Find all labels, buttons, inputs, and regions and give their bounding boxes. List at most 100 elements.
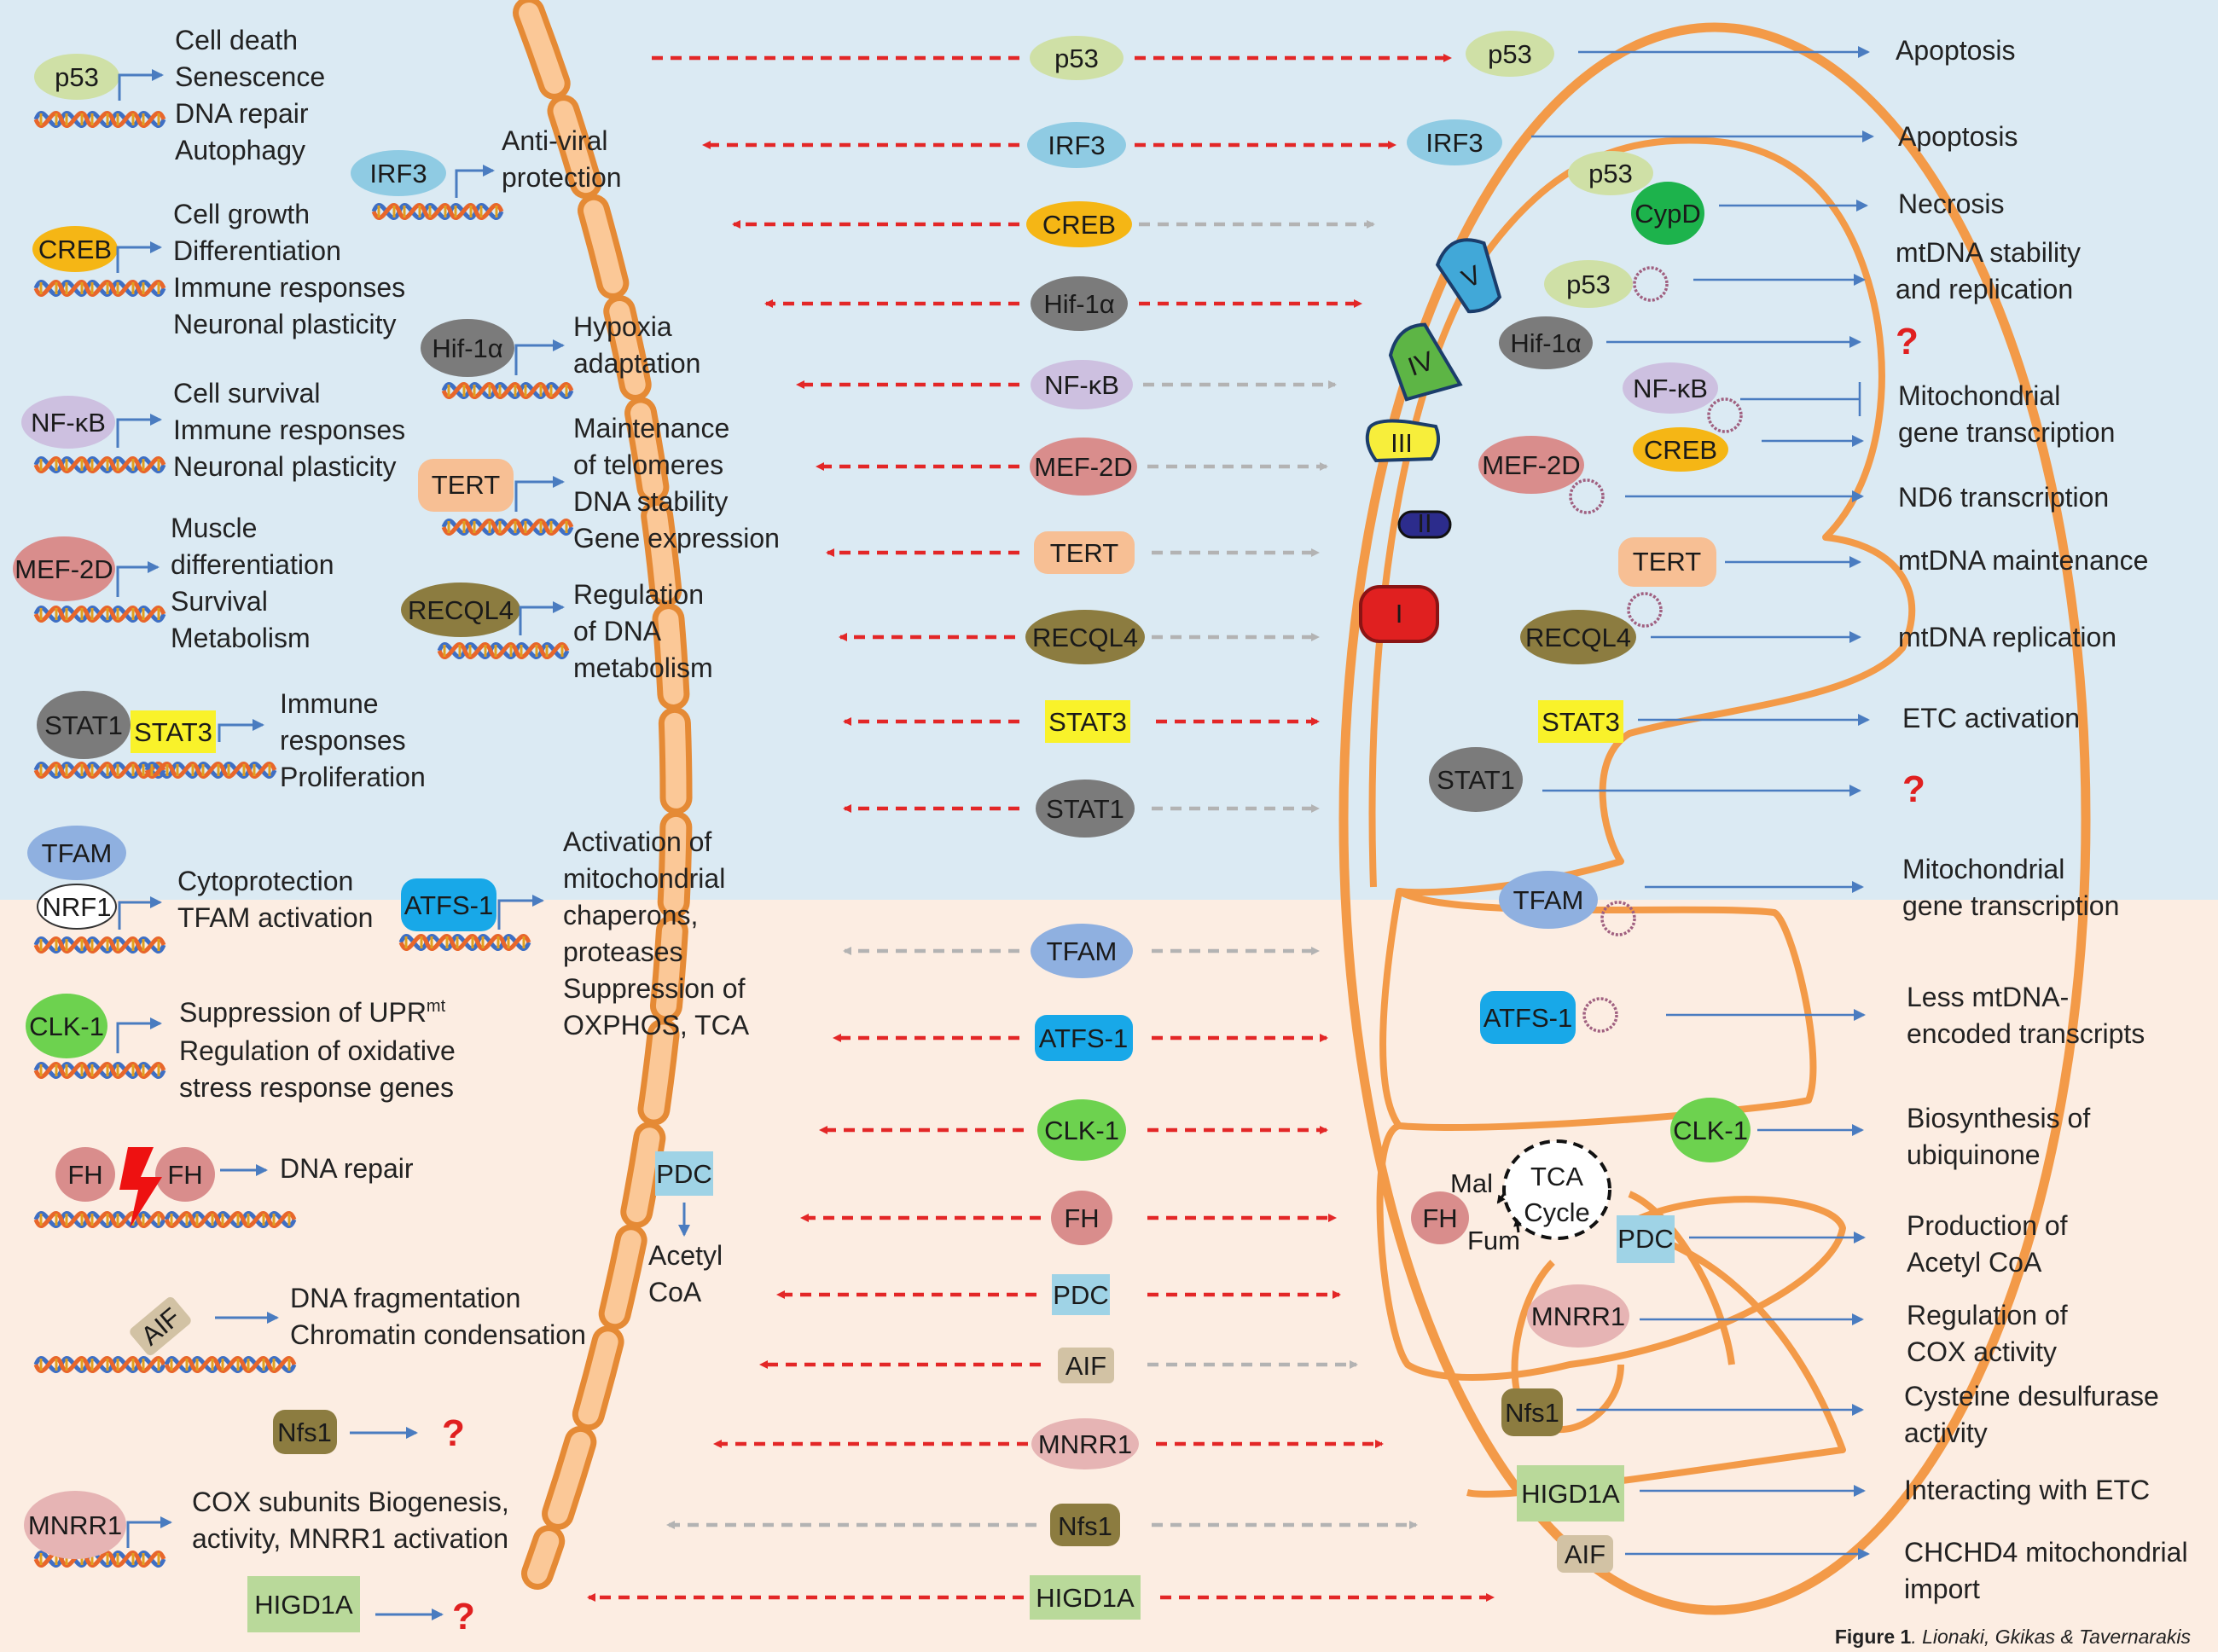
outcome-tfam-1: Mitochondrial bbox=[1902, 854, 2064, 884]
nuc-fh-1 bbox=[55, 1147, 115, 1202]
svg-text:CLK-1: CLK-1 bbox=[1673, 1116, 1748, 1145]
outcome-clk1-1: Biosynthesis of bbox=[1907, 1103, 2090, 1133]
nuc-irf3-fn-2: protection bbox=[502, 162, 622, 193]
electron-transport-chain: V IV III II I bbox=[1359, 238, 1502, 643]
nuc-tfam bbox=[27, 826, 126, 880]
central-fh: FH bbox=[1051, 1191, 1112, 1245]
outcome-labels: Apoptosis Apoptosis Necrosis mtDNA stabi… bbox=[1896, 35, 2188, 1604]
nuc-mnrr1-fn-1: COX subunits Biogenesis, bbox=[192, 1487, 509, 1517]
central-recql4: RECQL4 bbox=[1025, 610, 1145, 664]
outcome-cypd: Necrosis bbox=[1898, 188, 2004, 219]
nuc-mef2d-fn-1: Muscle bbox=[171, 513, 257, 543]
central-mnrr1: MNRR1 bbox=[1031, 1418, 1139, 1469]
svg-text:STAT3: STAT3 bbox=[1542, 707, 1620, 737]
mito-nfkb: NF-κB bbox=[1623, 362, 1743, 433]
central-creb: CREB bbox=[1026, 201, 1132, 247]
nuc-recql4-fn-1: Regulation bbox=[573, 579, 704, 610]
svg-text:TERT: TERT bbox=[432, 470, 500, 500]
svg-text:STAT1: STAT1 bbox=[1437, 765, 1515, 795]
svg-text:CypD: CypD bbox=[1634, 199, 1701, 229]
outcome-stat3: ETC activation bbox=[1902, 703, 2080, 733]
complex-iii-icon: III bbox=[1365, 419, 1441, 463]
svg-text:CREB: CREB bbox=[38, 235, 112, 264]
nuc-tert-fn-3: DNA stability bbox=[573, 486, 728, 517]
svg-text:PDC: PDC bbox=[1053, 1280, 1108, 1310]
central-hif1a: Hif-1α bbox=[1031, 276, 1128, 331]
outcome-p53-outer: Apoptosis bbox=[1896, 35, 2016, 66]
svg-text:IRF3: IRF3 bbox=[1048, 130, 1105, 160]
svg-text:MNRR1: MNRR1 bbox=[28, 1510, 122, 1540]
svg-text:PDC: PDC bbox=[1617, 1224, 1673, 1254]
tca-cycle: TCA Cycle Mal Fum bbox=[1450, 1139, 1611, 1255]
nuc-recql4-fn-3: metabolism bbox=[573, 652, 713, 683]
svg-text:Hif-1α: Hif-1α bbox=[1510, 328, 1581, 358]
mito-mnrr1: MNRR1 bbox=[1527, 1284, 1629, 1348]
svg-text:p53: p53 bbox=[55, 62, 99, 92]
nuc-hif1a-fn-2: adaptation bbox=[573, 348, 700, 379]
outcome-arrows bbox=[1531, 46, 1874, 1560]
nuc-acetyl-2: CoA bbox=[648, 1277, 702, 1307]
nuc-clk1-fn-1: Suppression of UPRmt bbox=[179, 997, 446, 1028]
nuc-clk1-fn-3: stress response genes bbox=[179, 1072, 454, 1103]
svg-text:MNRR1: MNRR1 bbox=[1531, 1301, 1625, 1331]
nuc-nfkb-fn-1: Cell survival bbox=[173, 378, 320, 409]
nuc-atfs1-fn-4: proteases bbox=[563, 936, 683, 967]
svg-text:RECQL4: RECQL4 bbox=[1032, 623, 1138, 652]
outcome-nfkb-2: gene transcription bbox=[1898, 417, 2115, 448]
svg-text:HIGD1A: HIGD1A bbox=[1521, 1479, 1620, 1509]
nuc-stat-fn-2: responses bbox=[280, 725, 406, 756]
nuc-p53-fn-1: Cell death bbox=[175, 25, 298, 55]
fum-label: Fum bbox=[1467, 1226, 1520, 1255]
svg-text:TERT: TERT bbox=[1050, 538, 1118, 568]
nuc-atfs1-fn-2: mitochondrial bbox=[563, 863, 725, 894]
mito-pdc: PDC bbox=[1617, 1215, 1675, 1263]
mito-p53-cypd: p53 bbox=[1568, 151, 1653, 195]
nuc-mnrr1 bbox=[24, 1491, 126, 1559]
nuc-stat-fn-1: Immune bbox=[280, 688, 379, 719]
mito-mef2d: MEF-2D bbox=[1478, 436, 1605, 514]
mito-p53-outer: p53 bbox=[1466, 31, 1554, 77]
nuc-tert bbox=[418, 459, 514, 512]
nuc-mnrr1-fn-2: activity, MNRR1 activation bbox=[192, 1523, 508, 1554]
outcome-tert: mtDNA maintenance bbox=[1898, 545, 2148, 576]
nuc-stat1 bbox=[37, 691, 131, 759]
svg-text:p53: p53 bbox=[1488, 39, 1532, 69]
outcome-nfkb-1: Mitochondrial bbox=[1898, 380, 2060, 411]
central-tfam: TFAM bbox=[1031, 924, 1133, 978]
svg-text:PDC: PDC bbox=[656, 1159, 711, 1189]
outcome-aif-1: CHCHD4 mitochondrial bbox=[1904, 1537, 2188, 1568]
lightning-icon bbox=[119, 1147, 162, 1228]
svg-text:Nfs1: Nfs1 bbox=[1505, 1398, 1559, 1428]
nuc-nfs1 bbox=[273, 1410, 337, 1454]
svg-text:p53: p53 bbox=[1566, 270, 1611, 299]
svg-text:CLK-1: CLK-1 bbox=[29, 1011, 104, 1041]
nuc-mef2d-fn-4: Metabolism bbox=[171, 623, 311, 653]
tca-label-line2: Cycle bbox=[1524, 1197, 1590, 1227]
outcome-atfs1-2: encoded transcripts bbox=[1907, 1018, 2145, 1049]
outcome-irf3: Apoptosis bbox=[1898, 121, 2018, 152]
nuc-clk1-fn-2: Regulation of oxidative bbox=[179, 1035, 456, 1066]
svg-text:MEF-2D: MEF-2D bbox=[15, 554, 113, 584]
outcome-tfam-2: gene transcription bbox=[1902, 890, 2119, 921]
svg-text:STAT3: STAT3 bbox=[1048, 707, 1127, 737]
svg-text:Hif-1α: Hif-1α bbox=[1043, 289, 1114, 319]
svg-text:FH: FH bbox=[1422, 1203, 1457, 1233]
nuc-irf3 bbox=[351, 150, 446, 196]
outcome-mef2d: ND6 transcription bbox=[1898, 482, 2109, 513]
nuc-creb-fn-1: Cell growth bbox=[173, 199, 310, 229]
svg-text:STAT1: STAT1 bbox=[44, 710, 123, 740]
tca-label-line1: TCA bbox=[1530, 1162, 1583, 1191]
complex-v-icon: V bbox=[1435, 238, 1502, 314]
central-clk1: CLK-1 bbox=[1037, 1099, 1126, 1161]
svg-text:STAT3: STAT3 bbox=[134, 717, 212, 747]
outcome-mnrr1-2: COX activity bbox=[1907, 1336, 2057, 1367]
complex-iv-icon: IV bbox=[1388, 322, 1463, 402]
mito-hif1a: Hif-1α bbox=[1499, 316, 1593, 369]
nuc-hif1a-fn-1: Hypoxia bbox=[573, 311, 672, 342]
nuc-clk1 bbox=[26, 994, 107, 1058]
svg-text:CREB: CREB bbox=[1644, 435, 1717, 465]
central-aif: AIF bbox=[1058, 1348, 1114, 1383]
nuc-tert-fn-4: Gene expression bbox=[573, 523, 780, 554]
svg-text:FH: FH bbox=[1064, 1203, 1099, 1233]
